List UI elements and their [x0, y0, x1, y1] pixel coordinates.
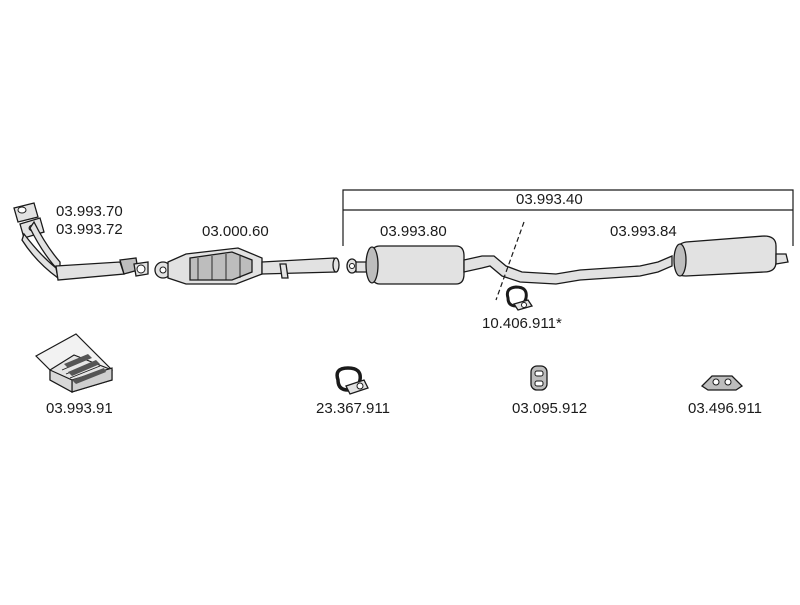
label-front-pipe-b: 03.993.72 — [56, 221, 123, 238]
label-hanger-bracket: 03.496.911 — [688, 400, 762, 417]
label-front-pipe-a: 03.993.70 — [56, 203, 123, 220]
clamp-icon — [335, 366, 369, 395]
label-clamp-middle: 10.406.911* — [482, 315, 562, 332]
mounting-kit-box-icon — [35, 333, 113, 394]
label-complete-system: 03.993.40 — [516, 191, 583, 208]
label-catalyst: 03.000.60 — [202, 223, 269, 240]
label-rear-silencer: 03.993.84 — [610, 223, 677, 240]
silencer-assembly — [346, 221, 789, 301]
label-rubber-hanger: 03.095.912 — [512, 400, 588, 417]
clamp-middle-icon — [505, 285, 534, 311]
system-bracket — [342, 189, 794, 246]
label-middle-silencer: 03.993.80 — [380, 223, 447, 240]
label-mounting-kit: 03.993.91 — [46, 400, 113, 417]
hanger-bracket-icon — [700, 375, 744, 391]
label-clamp: 23.367.911 — [316, 400, 390, 417]
catalytic-converter — [154, 247, 340, 285]
front-pipe — [13, 202, 149, 281]
rubber-hanger-icon — [530, 365, 548, 391]
